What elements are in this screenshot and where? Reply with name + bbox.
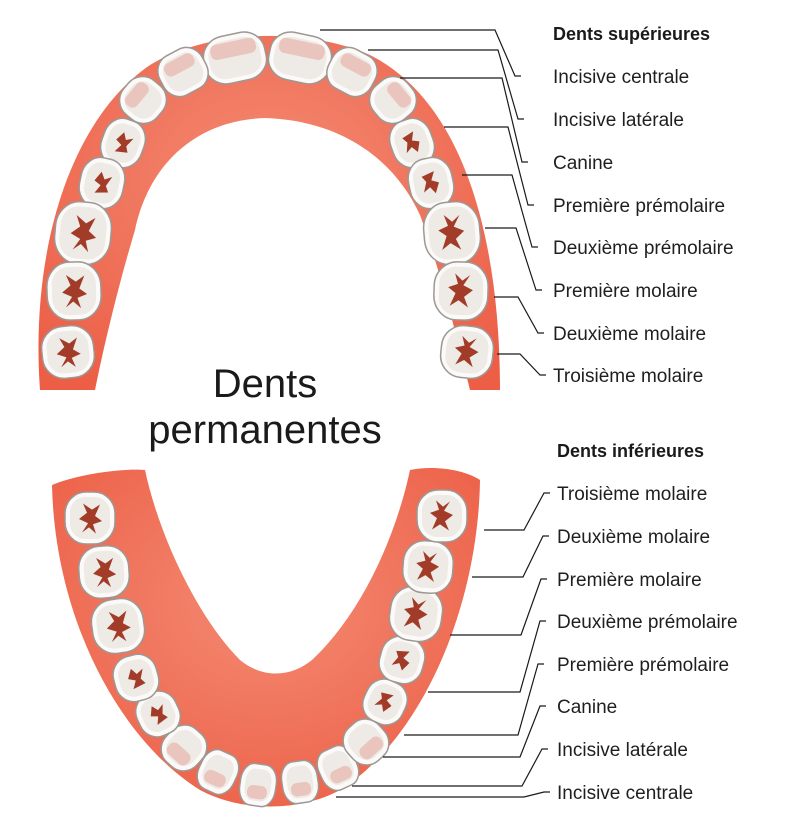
upper-leader-lines bbox=[320, 29, 546, 376]
upper-right-canine-tooth bbox=[368, 75, 418, 125]
upper-leader-line bbox=[368, 49, 524, 120]
upper-leader-line bbox=[485, 227, 542, 291]
upper-left-first-molar-tooth bbox=[53, 200, 113, 266]
lower-right-first-premolar-tooth bbox=[361, 678, 409, 726]
lower-left-first-premolar-tooth bbox=[134, 690, 182, 738]
lower-leader-lines bbox=[336, 492, 550, 798]
upper-right-third-molar-tooth bbox=[439, 324, 495, 380]
lower-leader-line bbox=[336, 791, 550, 798]
lower-left-second-molar-tooth bbox=[77, 544, 131, 600]
upper-label-lateral-incisor: Incisive latérale bbox=[553, 110, 684, 131]
upper-leader-line bbox=[320, 29, 521, 77]
upper-left-first-premolar-tooth bbox=[99, 117, 147, 169]
lower-left-central-incisor-tooth bbox=[238, 762, 278, 808]
lower-leader-line bbox=[352, 748, 548, 787]
lower-left-first-molar-tooth bbox=[90, 597, 146, 655]
upper-teeth bbox=[40, 31, 495, 380]
lower-label-central-incisor: Incisive centrale bbox=[557, 783, 693, 804]
lower-right-second-premolar-tooth bbox=[378, 635, 426, 685]
lower-right-first-molar-tooth bbox=[388, 585, 444, 643]
upper-label-central-incisor: Incisive centrale bbox=[553, 67, 689, 88]
upper-left-second-premolar-tooth bbox=[78, 156, 126, 210]
upper-right-lateral-incisor-tooth bbox=[326, 46, 378, 98]
lower-left-canine-tooth bbox=[160, 724, 208, 772]
upper-leader-line bbox=[444, 126, 534, 206]
upper-label-second-molar: Deuxième molaire bbox=[553, 324, 706, 345]
upper-right-first-molar-tooth bbox=[422, 200, 482, 266]
lower-leader-line bbox=[428, 620, 546, 693]
lower-teeth-heading: Dents inférieures bbox=[557, 441, 704, 461]
lower-right-central-incisor-tooth bbox=[280, 759, 320, 805]
lower-label-lateral-incisor: Incisive latérale bbox=[557, 740, 688, 761]
lower-label-second-premolar: Deuxième prémolaire bbox=[557, 612, 738, 633]
lower-label-first-premolar: Première prémolaire bbox=[557, 655, 729, 676]
lower-label-third-molar: Troisième molaire bbox=[557, 484, 707, 505]
lower-left-lateral-incisor-tooth bbox=[196, 748, 240, 796]
upper-right-second-molar-tooth bbox=[433, 261, 489, 321]
lower-leader-line bbox=[404, 663, 544, 736]
lower-label-canine: Canine bbox=[557, 697, 617, 718]
upper-label-canine: Canine bbox=[553, 153, 613, 174]
lower-leader-line bbox=[484, 492, 550, 531]
upper-right-central-incisor-tooth bbox=[267, 31, 333, 85]
lower-leader-line bbox=[383, 705, 546, 758]
diagram-title-line1: Dents bbox=[213, 362, 318, 406]
upper-leader-line bbox=[494, 296, 544, 334]
upper-leader-line bbox=[497, 353, 546, 376]
lower-right-second-molar-tooth bbox=[401, 539, 455, 595]
upper-left-canine-tooth bbox=[118, 75, 168, 125]
lower-right-canine-tooth bbox=[342, 718, 390, 766]
upper-left-second-molar-tooth bbox=[46, 261, 102, 321]
upper-left-third-molar-tooth bbox=[40, 324, 96, 380]
upper-label-first-premolar: Première prémolaire bbox=[553, 196, 725, 217]
lower-right-third-molar-tooth bbox=[416, 489, 468, 543]
lower-left-second-premolar-tooth bbox=[112, 653, 160, 703]
lower-teeth bbox=[64, 489, 468, 808]
lower-leader-line bbox=[472, 535, 549, 578]
upper-label-second-premolar: Deuxième prémolaire bbox=[553, 238, 734, 259]
upper-left-lateral-incisor-tooth bbox=[157, 46, 209, 98]
upper-leader-line bbox=[400, 77, 528, 163]
upper-right-first-premolar-tooth bbox=[388, 117, 436, 169]
lower-label-second-molar: Deuxième molaire bbox=[557, 527, 710, 548]
upper-label-first-molar: Première molaire bbox=[553, 281, 698, 302]
diagram-title-line2: permanentes bbox=[148, 408, 381, 452]
upper-gum-arch bbox=[38, 35, 501, 391]
upper-leader-line bbox=[462, 174, 538, 248]
lower-left-third-molar-tooth bbox=[64, 491, 116, 545]
lower-label-first-molar: Première molaire bbox=[557, 570, 702, 591]
lower-leader-line bbox=[450, 578, 547, 636]
upper-right-second-premolar-tooth bbox=[407, 156, 455, 210]
upper-left-central-incisor-tooth bbox=[202, 31, 268, 85]
upper-teeth-heading: Dents supérieures bbox=[553, 24, 710, 44]
upper-label-third-molar: Troisième molaire bbox=[553, 366, 703, 387]
